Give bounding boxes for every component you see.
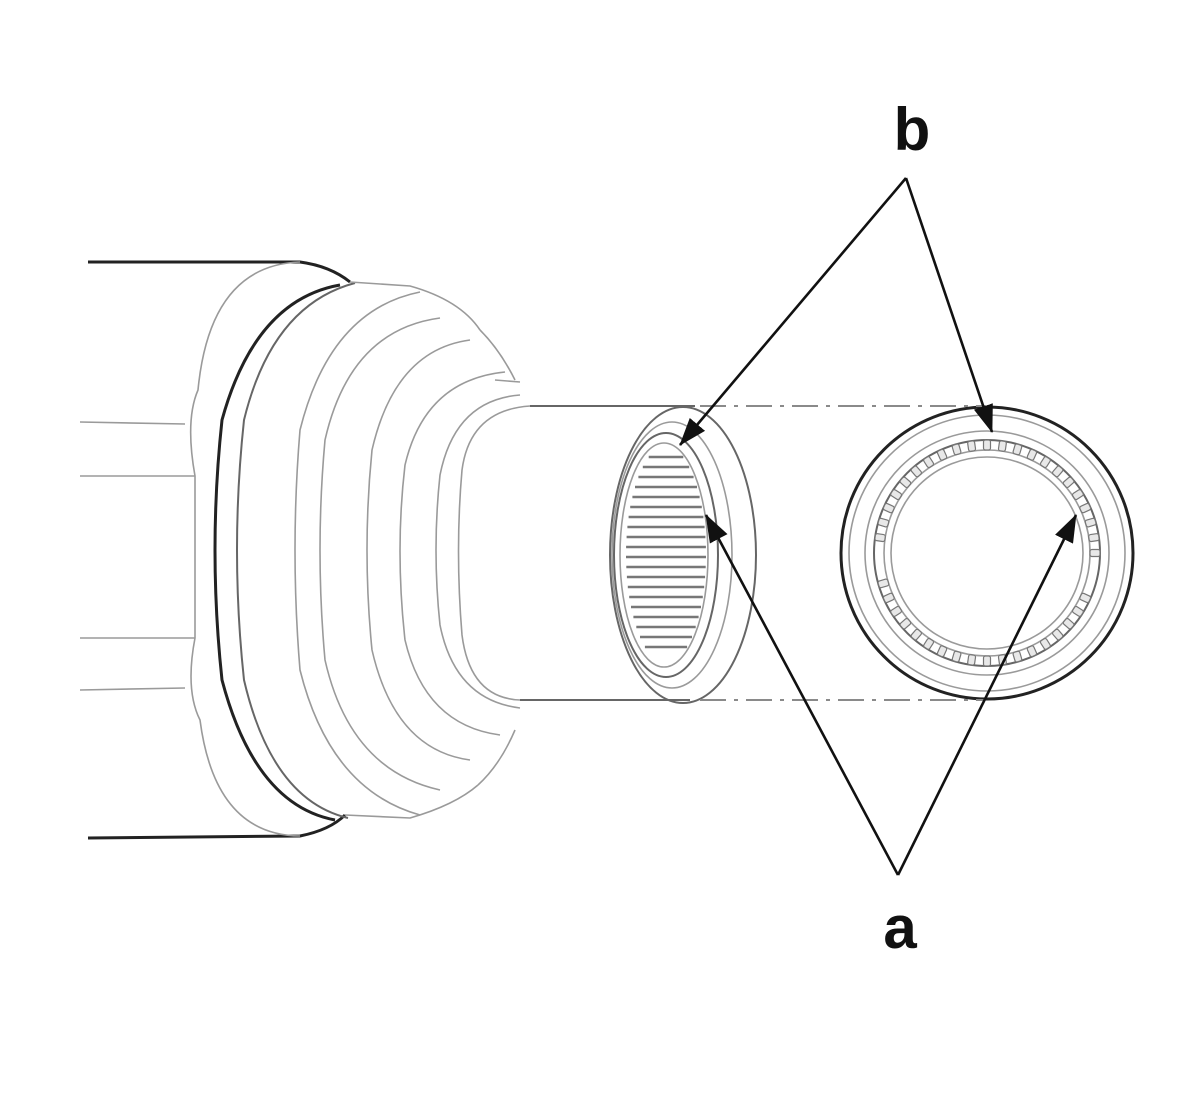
bearing-needle [890, 605, 903, 617]
bearing-needle [967, 440, 977, 452]
shaft-neck [457, 405, 695, 701]
bearing-needle [1062, 476, 1075, 488]
bearing-needle [1026, 448, 1038, 461]
bearing-needle [899, 476, 912, 488]
bearing-needle [1012, 443, 1023, 456]
bearing-needle [923, 456, 935, 469]
bearing-needle [982, 439, 992, 451]
bearing-needle [1062, 618, 1075, 630]
bearing-needle [1071, 605, 1084, 617]
shaft-body [79, 260, 351, 840]
bearing-needle [951, 443, 962, 456]
projection-lines [700, 405, 985, 701]
bearing-needle [951, 650, 962, 663]
needle-bearing [839, 405, 1135, 701]
callout-label-b: b [894, 96, 931, 163]
bearing-needle [1052, 628, 1064, 641]
cv-boot [213, 281, 521, 822]
bearing-needle [890, 489, 903, 501]
bearing-needle [1071, 489, 1084, 501]
bearing-needle [1088, 533, 1100, 543]
bearing-needles [874, 439, 1101, 667]
bearing-needle [1039, 637, 1051, 650]
bearing-needle [899, 618, 912, 630]
callout-b-leaders [679, 177, 994, 446]
bearing-needle [967, 654, 977, 666]
callout-label-a: a [883, 894, 917, 961]
callout-a-leaders [704, 514, 1078, 876]
bearing-needle [882, 592, 895, 604]
bearing-needle [982, 655, 992, 667]
bearing-needle [1084, 517, 1097, 528]
bearing-needle [1012, 650, 1023, 663]
bearing-needle [1052, 465, 1064, 478]
bearing-needle [936, 448, 948, 461]
bore-splines [626, 455, 706, 649]
bearing-needle [910, 628, 922, 641]
bearing-needle [877, 578, 890, 589]
bearing-needle [910, 465, 922, 478]
bearing-needle [923, 637, 935, 650]
bearing-needle [877, 517, 890, 528]
shaft-bore [609, 406, 757, 704]
bearing-needle [882, 502, 895, 514]
bearing-needle [1039, 456, 1051, 469]
bearing-needle [936, 645, 948, 658]
bearing-needle [1079, 502, 1092, 514]
bearing-needle [874, 533, 886, 543]
bearing-needle [1079, 592, 1092, 604]
bearing-needle [997, 440, 1007, 452]
bearing-needle [1026, 645, 1038, 658]
bearing-needle [1089, 548, 1101, 558]
